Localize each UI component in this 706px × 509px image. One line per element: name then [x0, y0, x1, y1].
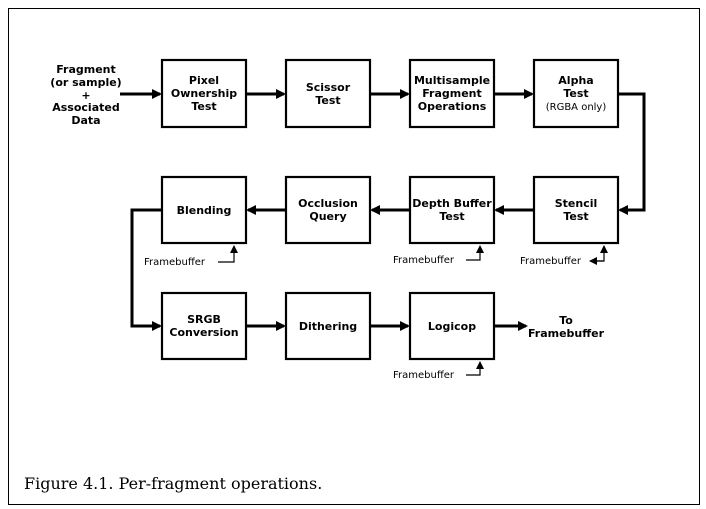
occlusion-label-1: Occlusion [298, 197, 358, 210]
framebuffer-label-logicop: Framebuffer [393, 370, 455, 381]
input-line-3: + [81, 89, 90, 102]
arrow-alpha-to-stencil [618, 92, 646, 215]
blending-label: Blending [177, 204, 232, 217]
alpha-test-box [532, 58, 620, 129]
alpha-label-1: Alpha [558, 74, 593, 87]
input-line-1: Fragment [56, 63, 116, 76]
pixel-ownership-label-2: Ownership [171, 87, 237, 100]
depth-label-2: Test [439, 210, 464, 223]
dithering-box [284, 291, 372, 361]
stencil-label-1: Stencil [555, 197, 598, 210]
input-line-2: (or sample) [50, 76, 121, 89]
framebuffer-arrow-depth [466, 245, 484, 261]
occlusion-label-2: Query [309, 210, 346, 223]
pixel-ownership-label-1: Pixel [189, 74, 219, 87]
multisample-label-3: Operations [418, 100, 487, 113]
stencil-test-box [532, 175, 620, 245]
arrow-blending-to-srgb [130, 208, 162, 331]
framebuffer-arrow-logicop [466, 361, 484, 376]
framebuffer-arrow-blending [218, 245, 238, 263]
alpha-label-2: Test [563, 87, 588, 100]
scissor-label-1: Scissor [306, 81, 351, 94]
framebuffer-arrow-stencil-up [592, 245, 608, 262]
figure-caption: Figure 4.1. Per-fragment operations. [24, 474, 323, 493]
framebuffer-label-depth: Framebuffer [393, 255, 455, 266]
logicop-label: Logicop [428, 320, 476, 333]
output-line-2: Framebuffer [528, 327, 605, 340]
logicop-box [408, 291, 496, 361]
scissor-label-2: Test [315, 94, 340, 107]
framebuffer-label-blending: Framebuffer [144, 257, 206, 268]
input-line-5: Data [71, 114, 100, 127]
input-line-4: Associated [52, 101, 119, 114]
pixel-ownership-label-3: Test [191, 100, 216, 113]
srgb-label-1: SRGB [187, 313, 221, 326]
dithering-label: Dithering [299, 320, 357, 333]
alpha-note: (RGBA only) [546, 102, 607, 113]
multisample-label-1: Multisample [414, 74, 490, 87]
depth-label-1: Depth Buffer [412, 197, 492, 210]
multisample-label-2: Fragment [422, 87, 482, 100]
srgb-conversion-box [160, 291, 248, 361]
output-line-1: To [559, 314, 573, 327]
pixel-ownership-box [160, 58, 248, 129]
framebuffer-label-stencil: Framebuffer [520, 256, 582, 267]
multisample-box [408, 58, 496, 129]
stencil-label-2: Test [563, 210, 588, 223]
srgb-label-2: Conversion [169, 326, 238, 339]
input-label: Fragment (or sample) + Associated Data [50, 63, 121, 127]
